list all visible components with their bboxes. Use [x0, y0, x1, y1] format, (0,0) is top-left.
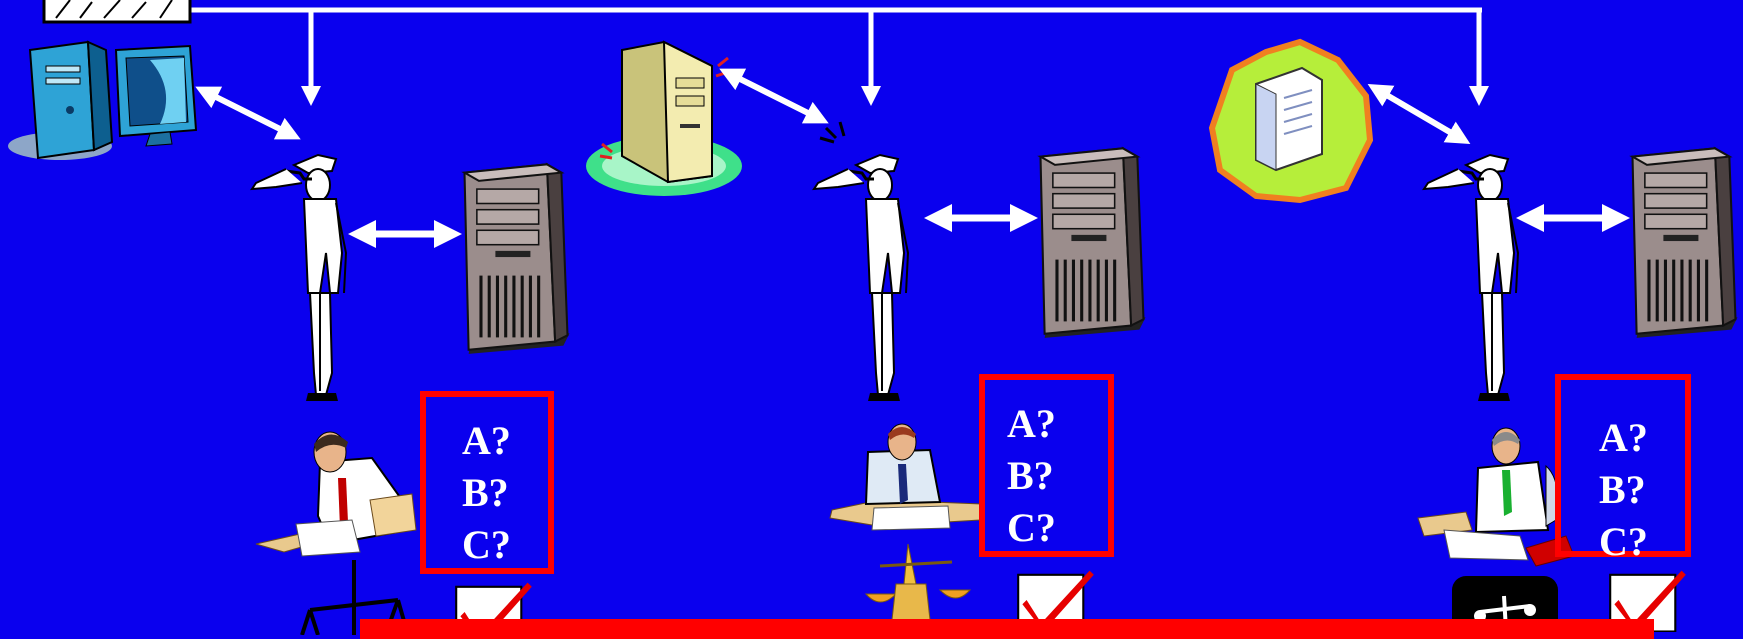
question-c: C? [1599, 516, 1685, 568]
resource-link-arrow-3 [1378, 90, 1460, 138]
signal-marks-icon [820, 122, 844, 142]
saluting-guard-icon [1424, 155, 1518, 401]
question-a: A? [1599, 412, 1685, 464]
saluting-guard-icon [814, 155, 908, 401]
clerk-writing-icon [830, 424, 982, 530]
question-c: C? [462, 519, 548, 571]
question-box-3: A? B? C? [1555, 374, 1691, 557]
document-clipart-icon [44, 0, 190, 22]
question-box-1: A? B? C? [420, 391, 554, 574]
beige-server-icon [586, 42, 742, 196]
desktop-computer-icon [8, 42, 196, 160]
tower-server-icon [465, 164, 570, 354]
resource-link-arrow-1 [206, 92, 290, 134]
question-b: B? [1599, 464, 1685, 516]
question-a: A? [462, 415, 548, 467]
question-c: C? [1007, 502, 1108, 554]
clerk-seated-icon [1418, 428, 1574, 566]
glowing-building-icon [1212, 42, 1370, 200]
saluting-guard-icon [252, 155, 346, 401]
resource-link-arrow-2 [730, 74, 818, 118]
question-box-2: A? B? C? [979, 374, 1114, 557]
bottom-red-bar [360, 619, 1654, 639]
tower-server-icon [1041, 148, 1146, 338]
clerk-reading-papers-icon [256, 432, 416, 556]
gold-scale-icon [866, 544, 970, 620]
question-b: B? [462, 467, 548, 519]
tower-server-icon [1633, 148, 1738, 338]
question-a: A? [1007, 398, 1108, 450]
question-b: B? [1007, 450, 1108, 502]
